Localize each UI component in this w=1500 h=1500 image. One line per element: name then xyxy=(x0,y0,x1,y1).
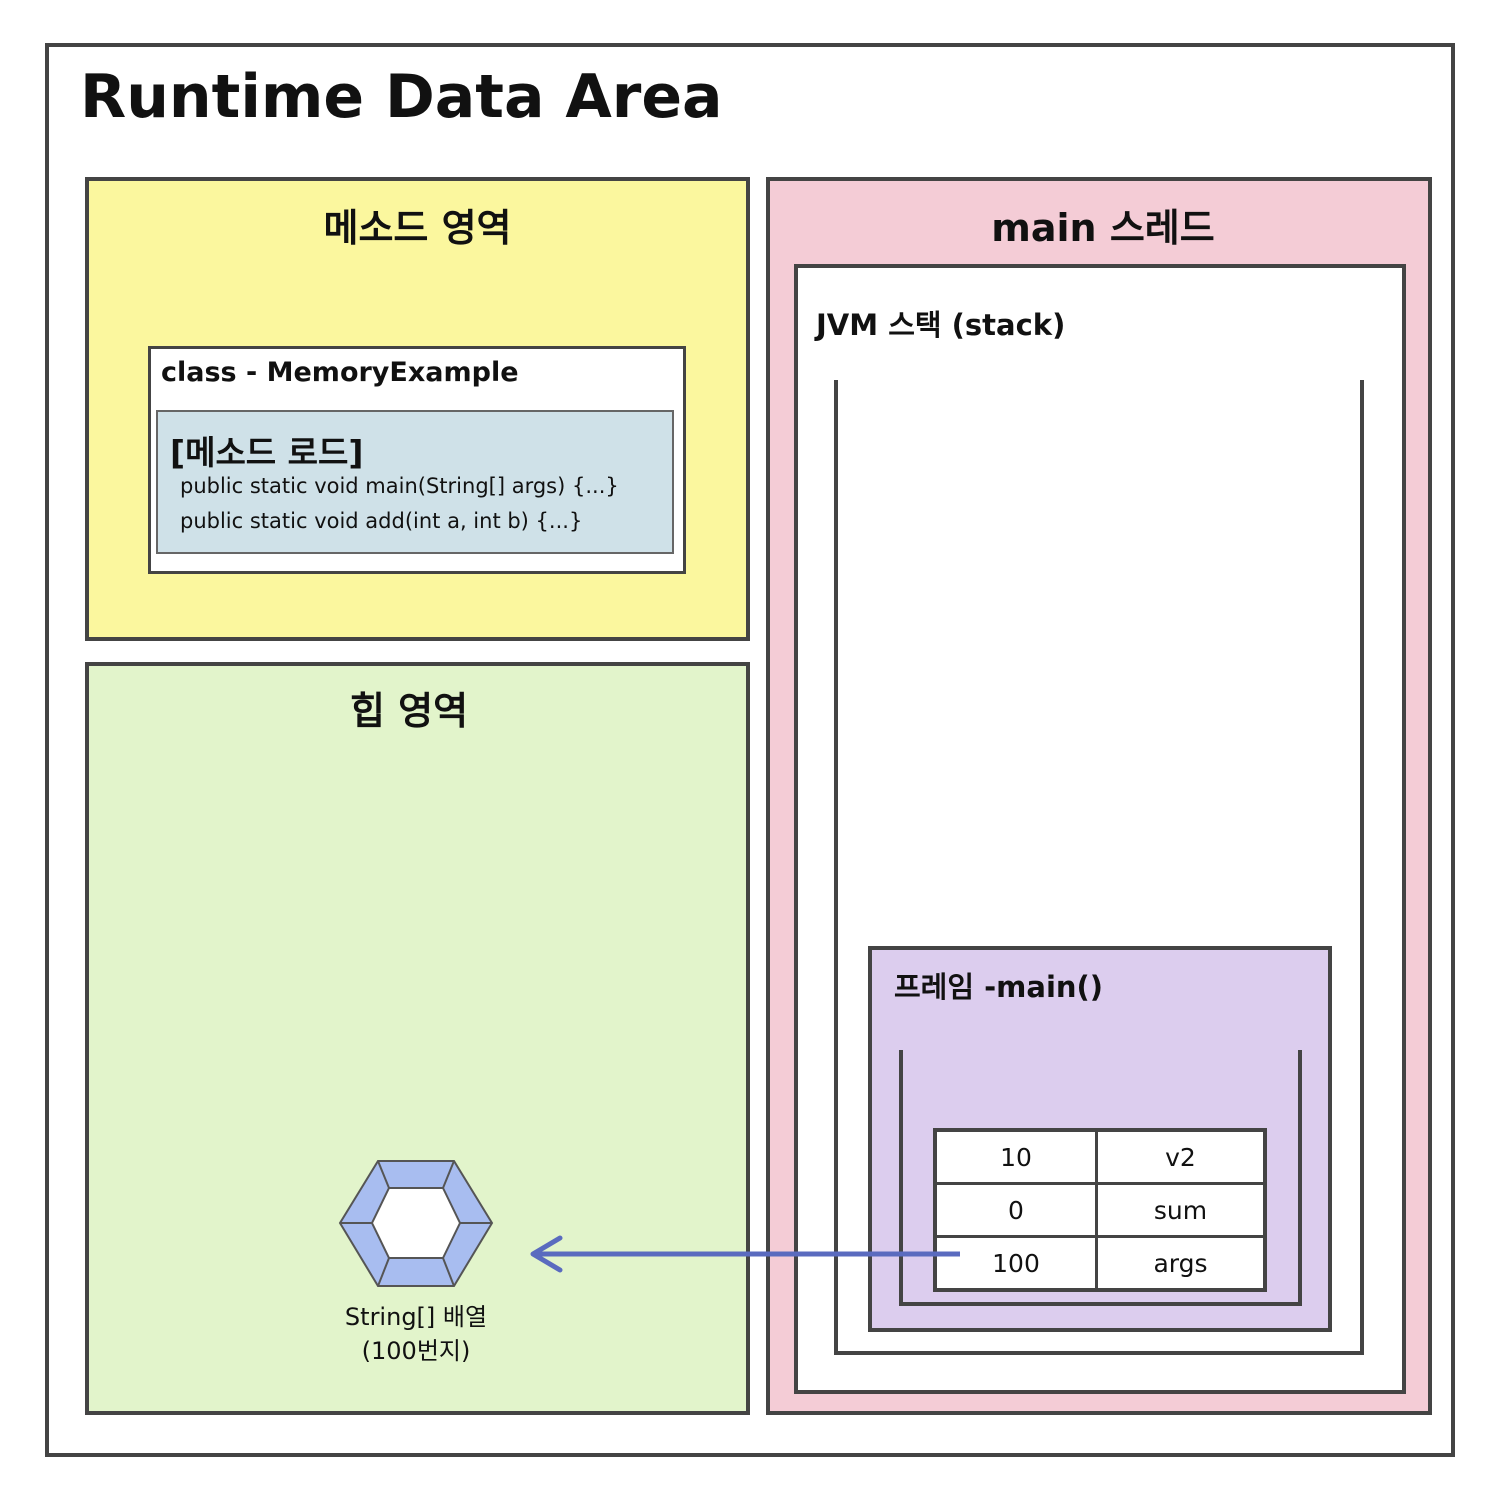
heap-object-address: (100번지) xyxy=(361,1337,471,1365)
stack-bottom-wall xyxy=(834,1351,1364,1355)
table-row: 0 sum xyxy=(933,1182,1267,1238)
heap-object-label: String[] 배열 xyxy=(344,1303,488,1331)
thread-heading: main 스레드 xyxy=(991,206,1215,250)
local-name-v2: v2 xyxy=(1095,1128,1267,1185)
local-name-sum: sum xyxy=(1095,1182,1267,1238)
heap-area: 힙 영역 xyxy=(85,662,750,1415)
heap-area-heading: 힙 영역 xyxy=(349,689,469,733)
local-variable-table: 10 v2 0 sum 100 args xyxy=(933,1128,1267,1292)
stack-left-wall xyxy=(834,380,838,1355)
frame-left-wall xyxy=(899,1050,903,1306)
jvm-stack-label: JVM 스택 (stack) xyxy=(816,308,1066,342)
local-value-v2: 10 xyxy=(933,1128,1098,1185)
method-load-box: [메소드 로드] public static void main(String[… xyxy=(156,410,674,554)
frame-bottom-wall xyxy=(899,1302,1302,1306)
heap-object-caption: String[] 배열 (100번지) xyxy=(316,1300,516,1368)
frame-right-wall xyxy=(1298,1050,1302,1306)
table-row: 100 args xyxy=(933,1235,1267,1292)
local-value-sum: 0 xyxy=(933,1182,1098,1238)
local-value-args: 100 xyxy=(933,1235,1098,1292)
method-signature-main: public static void main(String[] args) {… xyxy=(180,474,619,498)
stack-right-wall xyxy=(1360,380,1364,1355)
frame-label: 프레임 -main() xyxy=(894,970,1104,1004)
diagram-title: Runtime Data Area xyxy=(80,62,723,132)
hexagon-icon xyxy=(338,1160,494,1287)
arrow-left-icon xyxy=(530,1235,960,1273)
method-signature-add: public static void add(int a, int b) {..… xyxy=(180,509,583,533)
method-area-heading: 메소드 영역 xyxy=(323,206,512,250)
method-load-heading: [메소드 로드] xyxy=(170,433,364,472)
table-row: 10 v2 xyxy=(933,1128,1267,1185)
class-label: class - MemoryExample xyxy=(161,357,519,388)
local-name-args: args xyxy=(1095,1235,1267,1292)
